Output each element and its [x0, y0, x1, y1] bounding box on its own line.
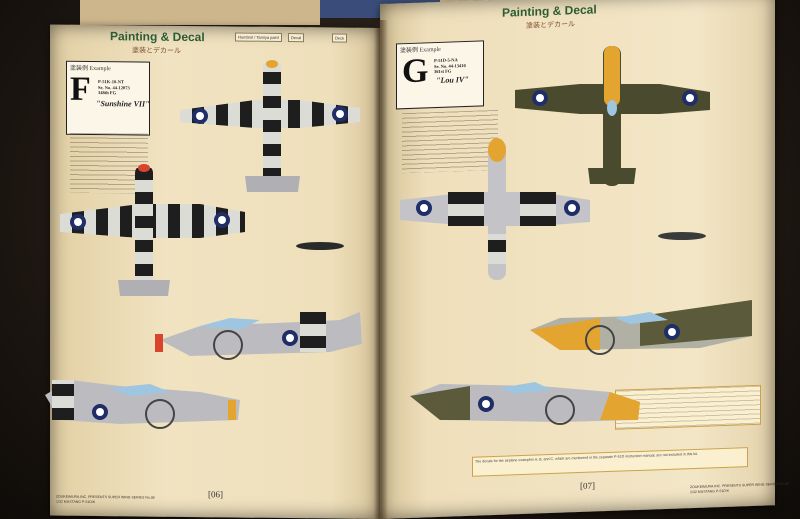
- g-side-view-left: [530, 300, 752, 355]
- g-top-view: [515, 46, 710, 186]
- f-top-view: [180, 60, 360, 192]
- f-side-view-left: [45, 380, 240, 429]
- f-bottom-view: [60, 164, 245, 296]
- book-spine-shadow: [374, 20, 388, 519]
- g-bottom-view: [400, 138, 590, 280]
- f-drop-tank: [296, 242, 344, 250]
- g-drop-tank: [658, 232, 706, 240]
- g-side-view-right: [410, 382, 640, 425]
- f-side-view-right: [155, 312, 362, 360]
- background-sheet-left: [80, 0, 320, 25]
